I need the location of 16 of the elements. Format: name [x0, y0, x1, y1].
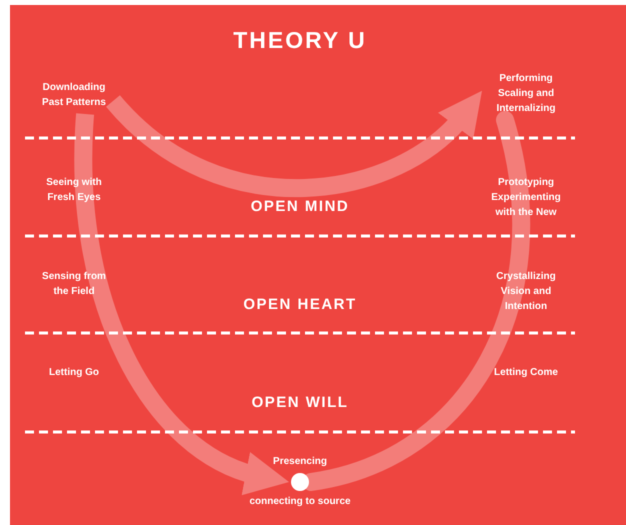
- curved-arrow: [106, 92, 484, 197]
- stage-text: Performing Scaling and Internalizing: [484, 70, 568, 116]
- stage-label: Crystallizing Vision and Intention: [495, 270, 557, 314]
- level-heading: OPEN WILL: [250, 394, 350, 412]
- node-caption: Presencing: [272, 456, 328, 468]
- stage-label: Seeing with Fresh Eyes: [45, 176, 103, 205]
- level-heading: OPEN MIND: [250, 198, 350, 216]
- level-heading: OPEN HEART: [242, 296, 358, 314]
- stage-label: Sensing from the Field: [41, 270, 107, 299]
- curved-arrow: [74, 114, 288, 494]
- node-caption: connecting to source: [248, 496, 352, 508]
- stage-label: Prototyping Experimenting with the New: [490, 176, 562, 220]
- stage-label: Letting Go: [48, 366, 100, 380]
- stage-label: Letting Come: [493, 366, 559, 380]
- stage-text: Downloading Past Patterns: [37, 80, 111, 110]
- title: THEORY U: [232, 26, 368, 54]
